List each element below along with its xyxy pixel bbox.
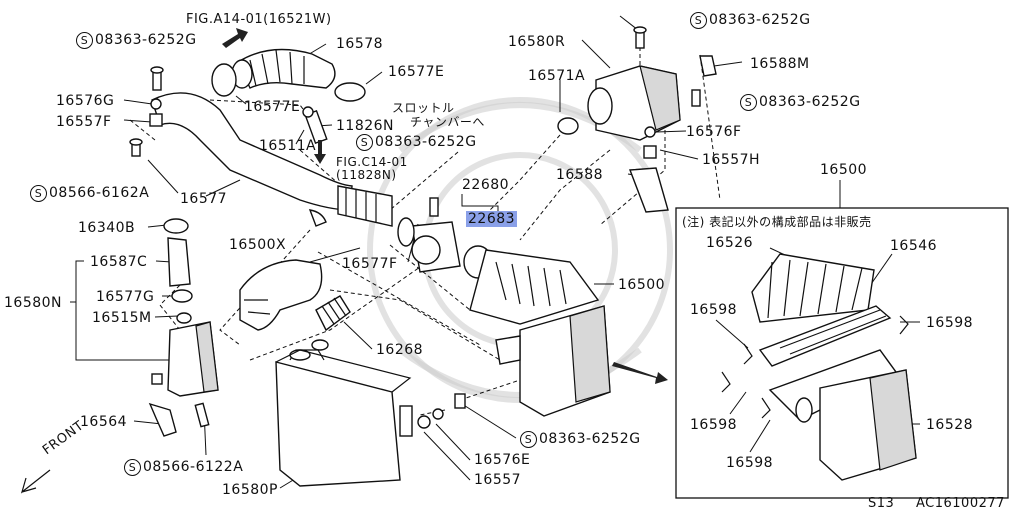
part-16511A: 16511A	[259, 138, 317, 154]
part-16340B: 16340B	[78, 220, 136, 236]
air-cleaner-16500	[469, 249, 611, 417]
s-mark: S	[356, 134, 373, 151]
clamp-16577G	[171, 289, 193, 303]
part-16528: 16528	[926, 417, 974, 433]
part-16580R: 16580R	[508, 34, 566, 50]
cushion-16557H	[643, 145, 657, 159]
bolts-lower	[417, 393, 466, 429]
hose-16587C	[167, 237, 191, 287]
s-mark: S	[30, 185, 47, 202]
part-16571A: 16571A	[528, 68, 586, 84]
airflow-sensor-22680	[397, 197, 493, 279]
part-16268: 16268	[376, 342, 424, 358]
part-16577G: 16577G	[96, 289, 155, 305]
part-22683[interactable]: 22683	[466, 211, 518, 227]
part-16577: 16577	[180, 191, 228, 207]
s-mark: S	[740, 94, 757, 111]
part-16580P: 16580P	[222, 482, 278, 498]
part-16598-d: 16598	[726, 455, 774, 471]
bracket-16564	[148, 402, 177, 437]
part-16576F: 16576F	[686, 124, 742, 140]
part-16598-b: 16598	[926, 315, 974, 331]
part-22680: 22680	[462, 177, 510, 193]
resonator-16580P	[275, 339, 413, 487]
footer-sheet: S13	[868, 496, 895, 511]
left-bolts	[129, 66, 164, 157]
bolt-right	[691, 89, 701, 107]
part-16557F: 16557F	[56, 114, 112, 130]
part-16500-main: 16500	[618, 277, 666, 293]
part-16557: 16557	[474, 472, 522, 488]
resonator-16580N	[151, 312, 219, 397]
part-16578: 16578	[336, 36, 384, 52]
s-mark: S	[690, 12, 707, 29]
footer-code: AC16100277	[916, 496, 1005, 511]
bracket-16588	[629, 167, 669, 213]
part-16564: 16564	[80, 414, 128, 430]
intake-duct-16578	[231, 48, 336, 89]
group-bracket-16580N	[70, 260, 170, 361]
front-arrow	[20, 469, 51, 494]
clamp-16340B	[163, 218, 189, 234]
part-16598-c: 16598	[690, 417, 738, 433]
part-16598-a: 16598	[690, 302, 738, 318]
part-16500X: 16500X	[229, 237, 287, 253]
part-16587C: 16587C	[90, 254, 148, 270]
s-mark: S	[76, 32, 93, 49]
inlet-duct-16500X	[239, 259, 323, 331]
part-16526: 16526	[706, 235, 754, 251]
part-11826N: 11826N	[336, 118, 395, 134]
bracket-16588M	[699, 55, 717, 77]
bracket-22680	[461, 194, 499, 214]
throttle-note-a: スロットル	[392, 101, 455, 115]
ref-fig-c14-b[interactable]: (11828N)	[336, 168, 397, 182]
bolt-08566-6122A	[194, 402, 210, 428]
part-16588M: 16588M	[750, 56, 810, 72]
s-mark: S	[124, 459, 141, 476]
part-16515M: 16515M	[92, 310, 152, 326]
part-16580N: 16580N	[4, 295, 63, 311]
grommet-16576F	[644, 126, 656, 138]
ref-fig-a14[interactable]: FIG.A14-01(16521W)	[186, 12, 332, 27]
part-16577F: 16577F	[342, 256, 398, 272]
ref-fig-c14-a[interactable]: FIG.C14-01	[336, 155, 408, 169]
duct-16580R	[557, 26, 681, 141]
part-16588: 16588	[556, 167, 604, 183]
hose-11826N	[302, 106, 328, 145]
part-16577E-b: 16577E	[244, 99, 301, 115]
exploded-view-box	[675, 207, 1009, 499]
part-16576G: 16576G	[56, 93, 115, 109]
part-16500-box: 16500	[820, 162, 868, 178]
hose-16268	[315, 295, 351, 332]
part-16577E-a: 16577E	[388, 64, 445, 80]
throttle-note-b: チャンバーへ	[410, 115, 485, 129]
intake-pipe-16577	[151, 92, 393, 227]
part-16576E: 16576E	[474, 452, 531, 468]
s-mark: S	[520, 431, 537, 448]
part-16557H: 16557H	[702, 152, 761, 168]
assembly-dashed-lines	[129, 40, 721, 416]
arrows	[222, 28, 668, 384]
part-16546: 16546	[890, 238, 938, 254]
box-note: (注) 表記以外の構成部品は非販売	[682, 215, 872, 229]
clamp-16577E	[211, 63, 366, 102]
